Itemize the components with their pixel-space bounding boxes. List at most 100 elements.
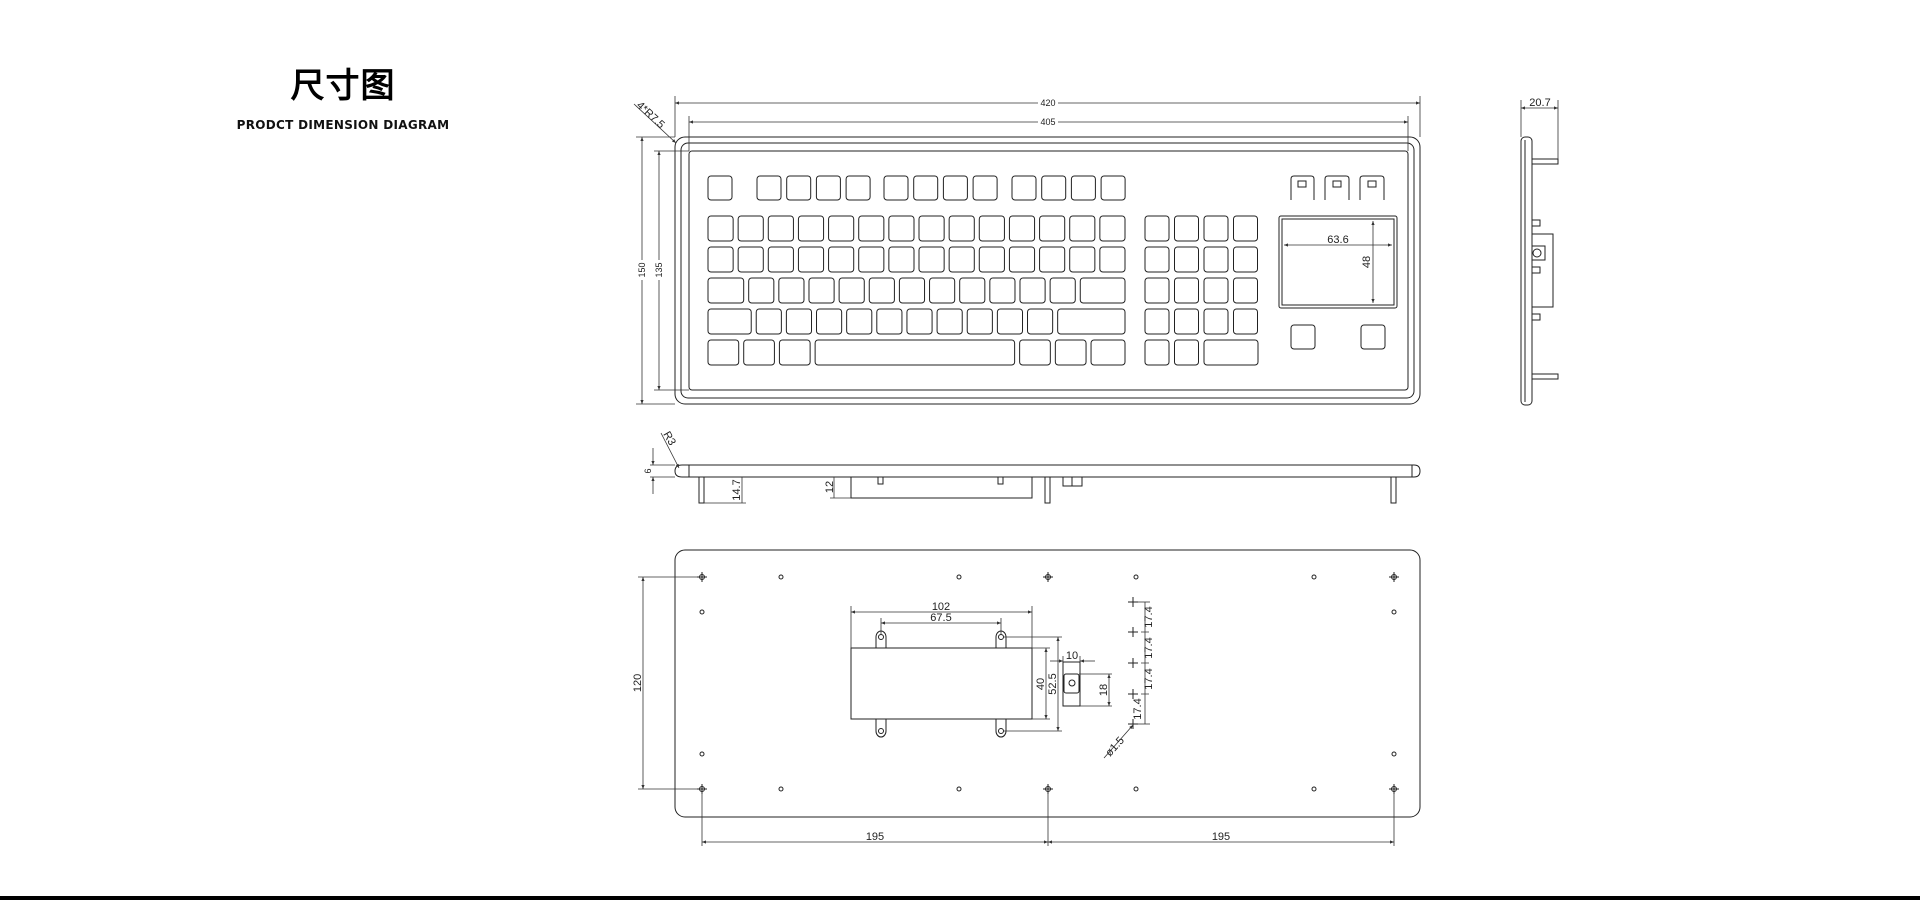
- screw-hole: [699, 609, 705, 615]
- key: [858, 246, 885, 273]
- bracket-height-label: 40: [1035, 678, 1047, 690]
- key: [989, 277, 1016, 304]
- touchpad-width-label: 63.6: [1327, 234, 1348, 246]
- key: [876, 308, 903, 335]
- plate-thickness-label: 6: [643, 468, 653, 473]
- key: [1054, 339, 1087, 366]
- connector-width-label: 10: [1066, 650, 1078, 662]
- screw-hole: [1133, 574, 1139, 580]
- key: [868, 277, 895, 304]
- key: [1099, 215, 1126, 242]
- key: [816, 308, 843, 335]
- key: [959, 277, 986, 304]
- key: [1203, 277, 1229, 304]
- key: [883, 175, 909, 201]
- bracket-hole-spacing-label: 67.5: [930, 612, 951, 624]
- corner-radius-label: 4*R7.5: [634, 99, 667, 131]
- page-title: 尺寸图: [290, 66, 396, 106]
- key: [1174, 277, 1199, 304]
- key: [858, 215, 885, 242]
- key: [814, 339, 1016, 366]
- mount-horizontal-right-label: 195: [1212, 831, 1230, 843]
- key: [815, 175, 841, 201]
- key: [797, 246, 825, 273]
- key: [707, 175, 733, 201]
- pitch-label-1: 17.4: [1143, 606, 1155, 627]
- key: [838, 277, 865, 304]
- connector-height-label: 18: [1098, 684, 1110, 696]
- hole-diameter-label: ø1.5: [1103, 735, 1127, 759]
- key: [1233, 215, 1258, 242]
- key: [767, 215, 794, 242]
- key: [1100, 175, 1126, 201]
- key: [1039, 215, 1066, 242]
- key: [1011, 175, 1037, 201]
- key: [845, 175, 871, 201]
- key: [1233, 308, 1258, 335]
- connector: [1062, 661, 1081, 707]
- key: [1090, 339, 1126, 366]
- key: [846, 308, 873, 335]
- mount-horizontal-left-label: 195: [866, 831, 884, 843]
- mount-vertical-label: 120: [632, 674, 644, 692]
- key: [1203, 246, 1229, 273]
- key: [898, 277, 926, 304]
- side-view: 20.7: [1520, 97, 1559, 406]
- key: [786, 175, 812, 201]
- key: [948, 246, 975, 273]
- key: [1203, 339, 1259, 366]
- key: [1069, 215, 1096, 242]
- key: [756, 175, 782, 201]
- key: [743, 339, 775, 366]
- key: [1069, 246, 1096, 273]
- key: [888, 246, 915, 273]
- key: [1079, 277, 1126, 304]
- key: [1174, 339, 1199, 366]
- key: [948, 215, 975, 242]
- key: [913, 175, 939, 201]
- panel-width-label: 405: [1040, 117, 1055, 127]
- touchpad-right-button: [1360, 324, 1386, 350]
- indicator-leds: [1290, 175, 1385, 200]
- key: [707, 215, 734, 242]
- key: [785, 308, 813, 335]
- key: [1008, 215, 1036, 242]
- screw-hole: [1133, 786, 1139, 792]
- key: [918, 215, 945, 242]
- pitch-label-2: 17.4: [1143, 637, 1155, 658]
- key: [767, 246, 794, 273]
- screw-hole: [699, 751, 705, 757]
- pitch-label-3: 17.4: [1143, 668, 1155, 689]
- key: [966, 308, 993, 335]
- overall-height-label: 150: [637, 262, 647, 277]
- key: [707, 246, 734, 273]
- key: [1057, 308, 1126, 335]
- key: [1144, 246, 1170, 273]
- key: [978, 215, 1005, 242]
- key: [755, 308, 782, 335]
- overall-width-label: 420: [1040, 98, 1055, 108]
- screw-hole: [956, 786, 962, 792]
- key: [1174, 308, 1199, 335]
- key-layout: [707, 175, 1259, 366]
- key: [1144, 308, 1170, 335]
- key: [1203, 215, 1229, 242]
- key: [707, 308, 752, 335]
- key: [936, 308, 963, 335]
- key: [942, 175, 968, 201]
- key: [1203, 308, 1229, 335]
- key: [1070, 175, 1096, 201]
- key: [972, 175, 998, 201]
- keyboard-outer-frame: [674, 136, 1421, 405]
- front-view: 6 R3 14.7 12: [643, 430, 1421, 504]
- key: [737, 246, 764, 273]
- key: [1039, 246, 1066, 273]
- edge-radius-label: R3: [660, 430, 677, 448]
- key: [1144, 277, 1170, 304]
- post-height-label: 14.7: [731, 479, 743, 500]
- key: [737, 215, 764, 242]
- screw-hole: [778, 786, 784, 792]
- box-height-label: 12: [824, 481, 836, 493]
- key: [828, 246, 855, 273]
